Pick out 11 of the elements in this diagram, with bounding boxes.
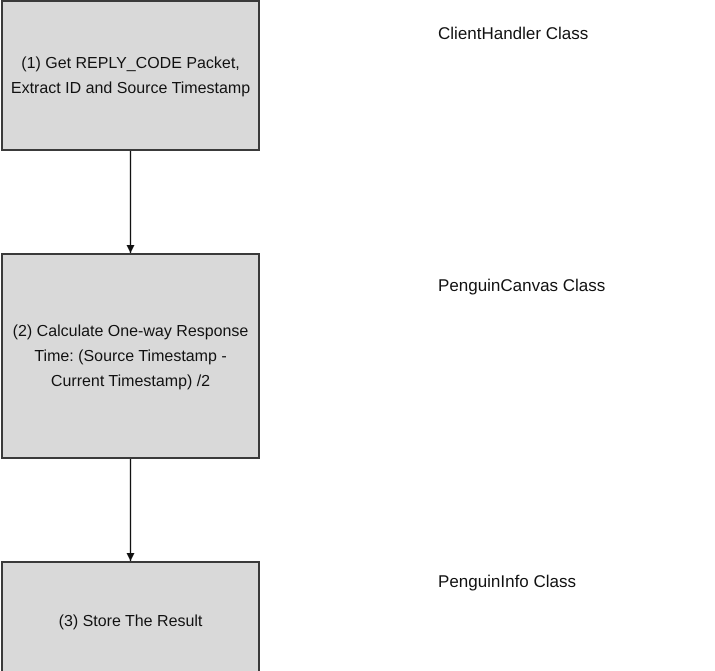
class-label: ClientHandler Class <box>438 24 588 44</box>
class-label: PenguinCanvas Class <box>438 276 606 296</box>
process-box <box>1 0 260 151</box>
class-label: PenguinInfo Class <box>438 572 576 592</box>
process-box <box>1 253 260 459</box>
step-text: (2) Calculate One-way Response Time: (Source Timestamp - Current Timestamp) /2 <box>12 322 250 392</box>
step-text: (1) Get REPLY_CODE Packet, Extract ID and Source Timestamp <box>10 54 252 98</box>
arrow <box>126 151 134 253</box>
process-box <box>1 561 260 671</box>
step-text: (3) Store The Result <box>58 612 204 632</box>
arrow <box>126 459 134 561</box>
